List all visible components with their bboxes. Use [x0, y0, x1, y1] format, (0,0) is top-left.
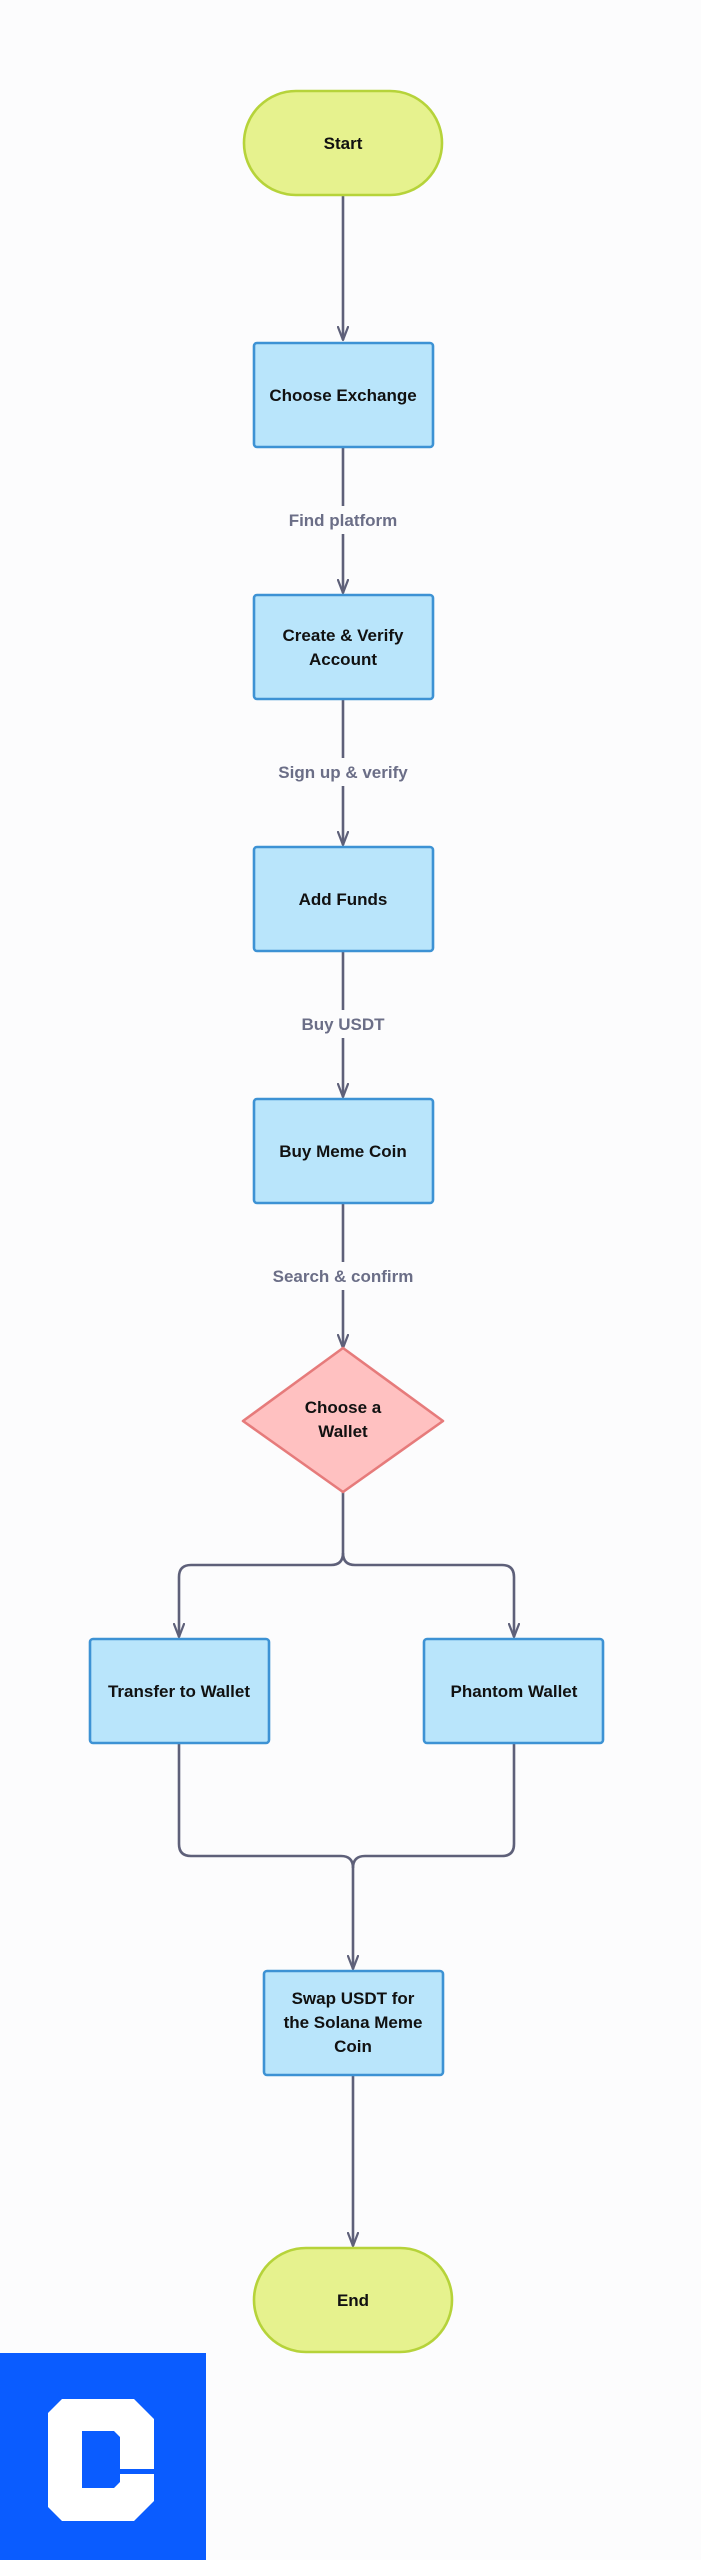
add-funds-label: Add Funds: [299, 890, 388, 909]
edge-phantom-to-swap: [351, 1743, 516, 1869]
phantom-wallet-label: Phantom Wallet: [451, 1682, 578, 1701]
swap-label-line3: Coin: [334, 2037, 372, 2056]
swap-label-line2: the Solana Meme: [284, 2013, 423, 2032]
edge-label-buy-usdt: Buy USDT: [301, 1015, 385, 1034]
transfer-to-wallet-node: Transfer to Wallet: [88, 1637, 271, 1745]
brand-logo-icon: [48, 2399, 154, 2521]
start-label: Start: [324, 134, 363, 153]
buy-meme-coin-label: Buy Meme Coin: [279, 1142, 407, 1161]
phantom-wallet-node: Phantom Wallet: [422, 1637, 605, 1745]
edge-label-find-platform: Find platform: [289, 511, 398, 530]
edge-label-sign-up: Sign up & verify: [278, 763, 408, 782]
end-label: End: [337, 2291, 369, 2310]
end-node: End: [252, 2246, 454, 2354]
transfer-to-wallet-label: Transfer to Wallet: [108, 1682, 250, 1701]
start-node: Start: [242, 89, 444, 197]
add-funds-node: Add Funds: [252, 845, 435, 953]
edge-transfer-to-swap: [177, 1743, 353, 1969]
choose-exchange-label: Choose Exchange: [269, 386, 416, 405]
choose-wallet-label-line2: Wallet: [318, 1422, 368, 1441]
edge-wallet-to-transfer: [179, 1492, 345, 1637]
create-verify-label-line1: Create & Verify: [283, 626, 404, 645]
create-verify-account-node: Create & Verify Account: [252, 593, 435, 701]
edge-label-search-confirm: Search & confirm: [273, 1267, 414, 1286]
swap-label-line1: Swap USDT for: [292, 1989, 415, 2008]
choose-wallet-label-line1: Choose a: [305, 1398, 382, 1417]
create-verify-label-line2: Account: [309, 650, 377, 669]
brand-logo: [0, 2353, 206, 2560]
choose-exchange-node: Choose Exchange: [252, 341, 435, 449]
edge-wallet-to-phantom: [341, 1552, 514, 1637]
swap-usdt-node: Swap USDT for the Solana Meme Coin: [262, 1969, 445, 2077]
choose-wallet-decision: Choose a Wallet: [241, 1346, 445, 1494]
buy-meme-coin-node: Buy Meme Coin: [252, 1097, 435, 1205]
